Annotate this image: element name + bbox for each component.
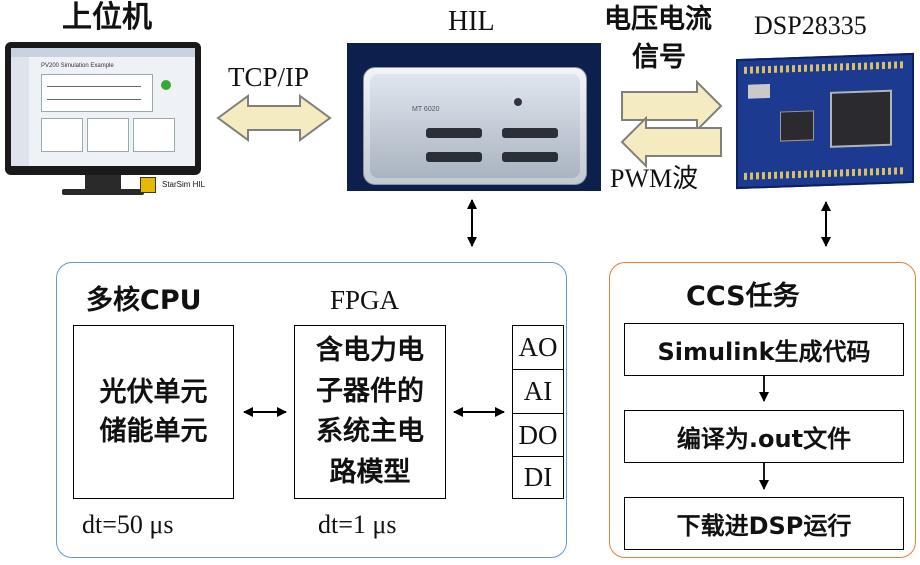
hil-connector-icon xyxy=(502,128,558,138)
dsp-memory-chip-icon xyxy=(780,110,814,142)
signal-label-line1: 电压电流 xyxy=(604,4,712,35)
pwm-arrow-left xyxy=(620,115,722,169)
starsim-logo-icon xyxy=(140,177,156,193)
hil-internals-container xyxy=(56,262,567,558)
fpga-content-line: 含电力电 xyxy=(316,335,424,366)
hil-connector-icon xyxy=(426,128,482,138)
host-brand: StarSim HIL xyxy=(162,180,206,189)
io-do: DO xyxy=(513,413,563,456)
dsp-header-pins-icon xyxy=(744,61,904,74)
ccs-step-1: Simulink生成代码 xyxy=(624,323,904,376)
signal-arrow-right xyxy=(621,79,723,133)
io-column: AO AI DO DI xyxy=(512,325,564,499)
hil-panel-text: MT 6020 xyxy=(412,106,440,113)
host-screen-title: PV200 Simulation Example xyxy=(41,63,114,69)
fpga-dt: dt=1 μs xyxy=(318,510,397,539)
host-screen: PV200 Simulation Example xyxy=(11,48,195,166)
cpu-box: 光伏单元 储能单元 xyxy=(73,325,234,499)
tcpip-label: TCP/IP xyxy=(228,62,310,92)
hil-device-image: MT 6020 xyxy=(347,43,601,191)
hil-label: HIL xyxy=(448,6,495,37)
fpga-title: FPGA xyxy=(330,285,400,315)
cpu-dt: dt=50 μs xyxy=(82,510,174,539)
ccs-step-3: 下载进DSP运行 xyxy=(624,497,904,550)
io-di: DI xyxy=(513,456,563,498)
fpga-content-line: 子器件的 xyxy=(316,375,424,407)
dsp-chip-icon xyxy=(830,89,892,148)
ccs-step-2: 编译为.out文件 xyxy=(624,410,904,463)
dsp-label: DSP28335 xyxy=(754,11,867,40)
hil-power-led-icon xyxy=(514,98,522,106)
host-computer-monitor: PV200 Simulation Example xyxy=(5,42,201,175)
hil-connector-icon xyxy=(426,152,482,162)
io-ai: AI xyxy=(513,369,563,413)
ccs-title: CCS任务 xyxy=(686,281,800,312)
pwm-label: PWM波 xyxy=(610,164,699,193)
ccs-container xyxy=(609,262,916,558)
fpga-content-line: 路模型 xyxy=(329,456,411,488)
io-ao: AO xyxy=(518,332,558,362)
fpga-content-line: 系统主电 xyxy=(316,416,424,447)
cpu-content-line2: 储能单元 xyxy=(99,416,208,447)
tcpip-double-arrow xyxy=(216,94,332,142)
host-monitor-stand xyxy=(85,175,121,189)
dsp-board-image xyxy=(736,52,914,190)
host-label: 上位机 xyxy=(62,0,152,35)
host-monitor-base xyxy=(62,189,144,195)
hil-connector-icon xyxy=(502,152,558,162)
fpga-box: 含电力电 子器件的 系统主电 路模型 xyxy=(294,325,446,499)
cpu-title: 多核CPU xyxy=(86,285,202,316)
dsp-header-pins-icon xyxy=(744,167,904,180)
signal-label-line2: 信号 xyxy=(632,42,686,73)
cpu-content-line1: 光伏单元 xyxy=(99,376,208,408)
